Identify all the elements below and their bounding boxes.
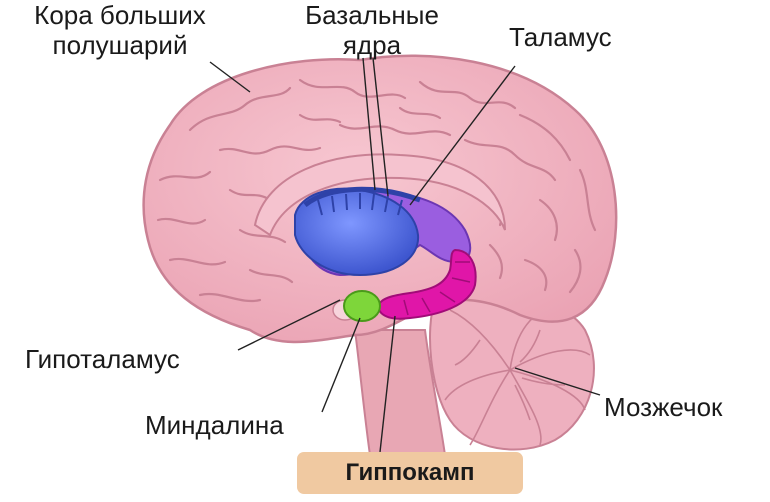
label-thalamus: Таламус xyxy=(509,22,612,52)
label-basal-line1: Базальные xyxy=(305,0,439,30)
label-basal-ganglia: Базальные ядра xyxy=(282,0,462,60)
label-cortex-line1: Кора больших xyxy=(34,0,206,30)
basal-ganglia xyxy=(294,186,421,277)
label-hippocampus-badge: Гиппокамп xyxy=(297,452,523,494)
amygdala xyxy=(343,290,381,322)
label-amygdala: Миндалина xyxy=(145,410,284,440)
label-hippocampus: Гиппокамп xyxy=(345,459,475,486)
label-cortex: Кора больших полушарий xyxy=(0,0,240,60)
leader-cortex xyxy=(209,61,251,93)
label-cerebellum: Мозжечок xyxy=(604,392,723,422)
label-hypothalamus: Гипоталамус xyxy=(25,344,180,374)
label-cortex-line2: полушарий xyxy=(52,30,188,60)
leader-cerebellum xyxy=(514,367,601,396)
leader-amygdala xyxy=(321,317,361,413)
leader-basal-a xyxy=(362,57,376,191)
label-basal-line2: ядра xyxy=(342,30,402,60)
leader-hippocampus xyxy=(379,315,396,453)
leader-hypothalamus xyxy=(237,299,341,351)
leader-thalamus xyxy=(409,65,516,206)
leader-lines xyxy=(209,57,601,453)
leader-basal-b xyxy=(372,57,389,197)
